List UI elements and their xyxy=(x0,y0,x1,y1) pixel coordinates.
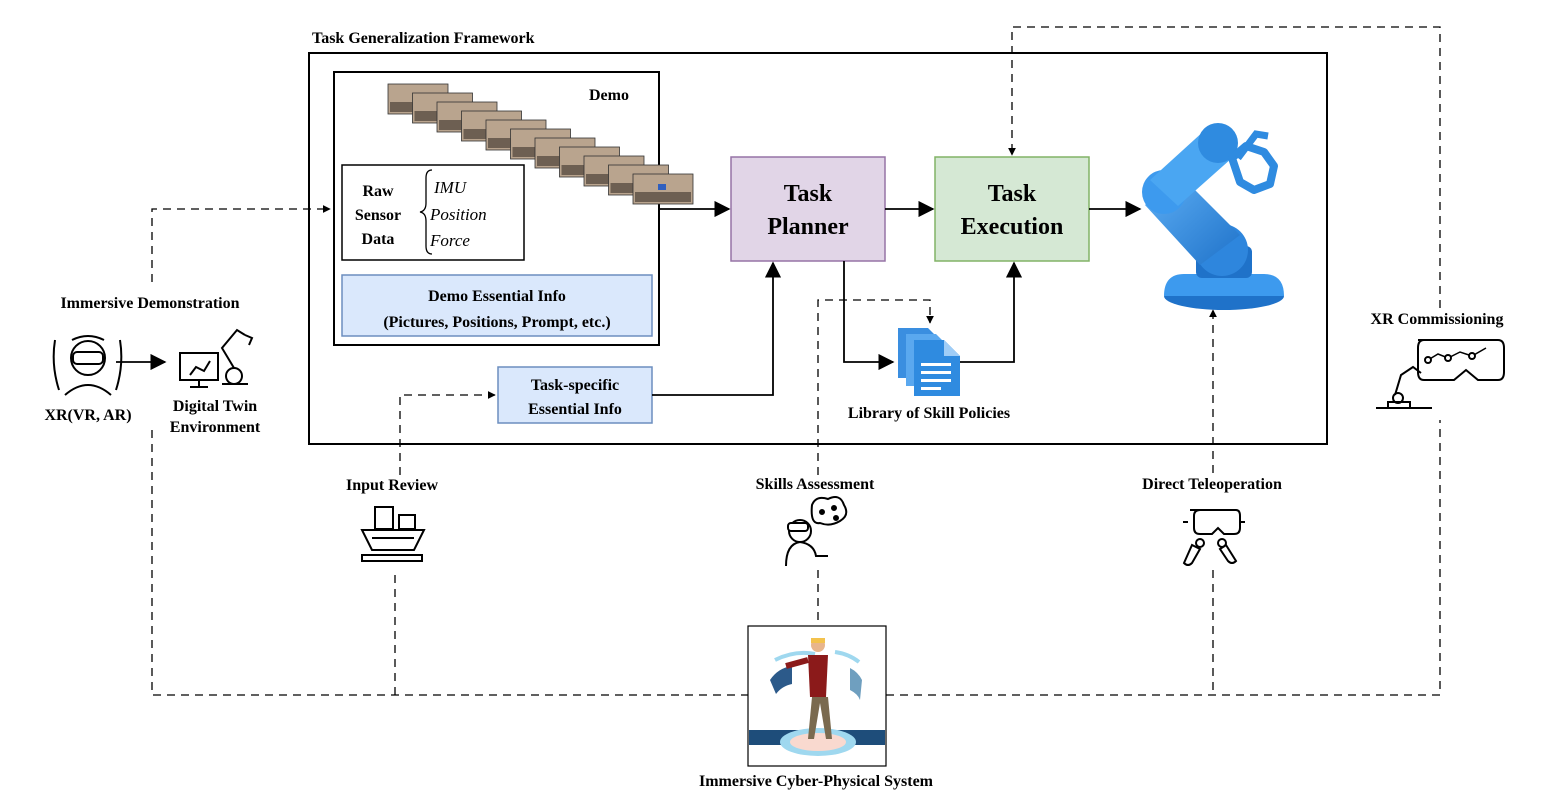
xr-commissioning-icon xyxy=(1376,339,1505,409)
dashed-connectors xyxy=(151,26,1441,696)
xr-commissioning-title: XR Commissioning xyxy=(1371,311,1504,328)
task-specific-line-2: Essential Info xyxy=(528,401,622,418)
sensor-force: Force xyxy=(429,231,470,250)
framework-title: Task Generalization Framework xyxy=(312,30,535,47)
demo-essential-info-detail: (Pictures, Positions, Prompt, etc.) xyxy=(383,314,610,331)
input-review-icon xyxy=(360,506,426,562)
demo-essential-info-title: Demo Essential Info xyxy=(428,288,566,305)
task-execution-line-2: Execution xyxy=(961,214,1064,240)
vr-user-icon xyxy=(52,335,123,396)
input-review-title: Input Review xyxy=(346,477,438,494)
raw-sensor-line-3: Data xyxy=(362,231,395,248)
demo-frames xyxy=(387,83,694,205)
raw-sensor-box xyxy=(341,164,525,261)
demo-frame-table xyxy=(635,192,691,202)
cps-label: Immersive Cyber-Physical System xyxy=(699,773,934,790)
immersive-demo-title: Immersive Demonstration xyxy=(60,295,239,312)
xr-label: XR(VR, AR) xyxy=(44,407,131,424)
direct-teleoperation-title: Direct Teleoperation xyxy=(1142,476,1282,493)
demo-frame-object xyxy=(658,184,666,190)
skills-assessment-title: Skills Assessment xyxy=(756,476,875,493)
sensor-imu: IMU xyxy=(433,178,468,197)
raw-sensor-line-1: Raw xyxy=(362,183,394,200)
digital-twin-line-2: Environment xyxy=(170,419,261,436)
sensor-brace xyxy=(419,169,433,255)
cps-illustration xyxy=(747,625,887,767)
skill-library-icon xyxy=(898,328,960,396)
task-planner-line-2: Planner xyxy=(767,214,849,240)
direct-teleoperation-icon xyxy=(1182,509,1245,566)
demo-title: Demo xyxy=(589,87,629,104)
sensor-position: Position xyxy=(429,205,487,224)
skill-library-label: Library of Skill Policies xyxy=(848,405,1010,422)
robot-arm-icon xyxy=(1142,123,1284,310)
task-execution-box xyxy=(934,156,1090,262)
digital-twin-icon xyxy=(179,328,254,388)
digital-twin-line-1: Digital Twin xyxy=(173,398,257,415)
demo-essential-info-box xyxy=(341,274,653,337)
framework-box xyxy=(308,52,1328,445)
task-planner-line-1: Task xyxy=(784,181,833,207)
task-execution-line-1: Task xyxy=(988,181,1037,207)
solid-connectors xyxy=(116,200,1142,396)
task-specific-line-1: Task-specific xyxy=(531,377,619,394)
task-planner-box xyxy=(730,156,886,262)
task-specific-info-box xyxy=(497,366,653,424)
raw-sensor-line-2: Sensor xyxy=(355,207,401,224)
skills-assessment-icon xyxy=(785,496,848,567)
